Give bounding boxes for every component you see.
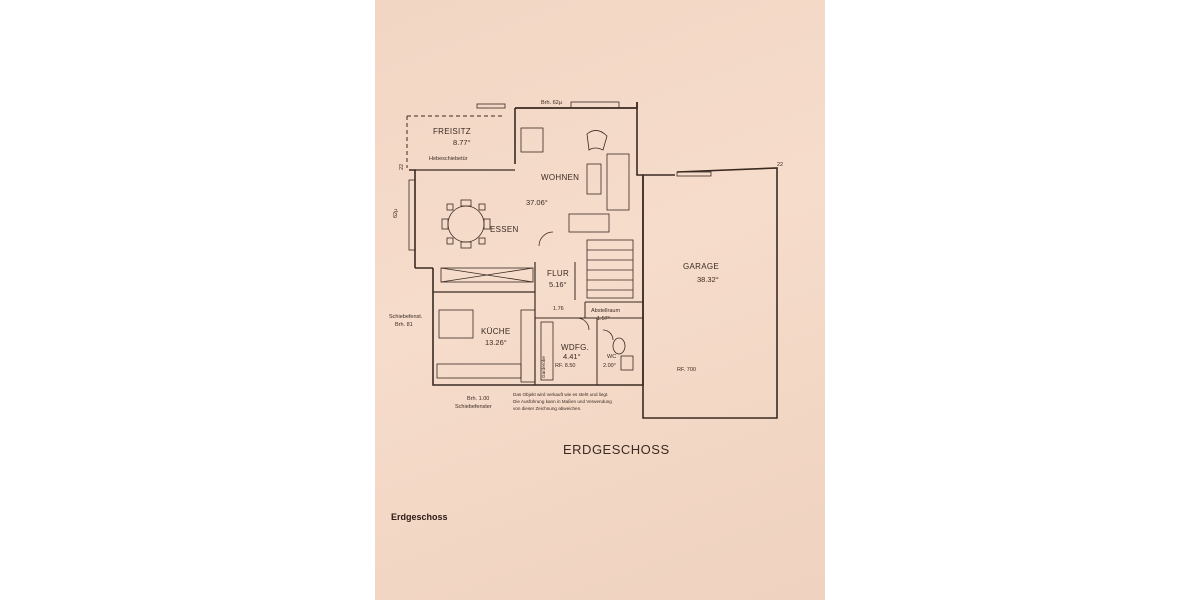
armchair (586, 130, 608, 151)
handwritten-heading: ERDGESCHOSS (563, 442, 670, 457)
note-side-625: 62µ (393, 208, 399, 218)
room-kueche-name: KÜCHE (481, 327, 511, 336)
staircase (586, 239, 634, 299)
room-flur-name: FLUR (547, 269, 569, 278)
counter-cross (440, 267, 534, 283)
room-wc-name: WC (607, 354, 616, 360)
room-wohnen-area: 37.06° (526, 198, 548, 207)
disclaimer-line-1: Das Objekt wird verkauft wie es steht un… (513, 392, 609, 397)
room-freisitz-area: 8.77° (453, 138, 471, 147)
window-top (570, 101, 620, 109)
note-rf-850: RF. 8.50 (555, 363, 575, 369)
note-schiebefenster: Schiebefenster (455, 404, 492, 410)
coffee-table (586, 163, 602, 195)
door-arc (538, 231, 554, 247)
note-garderobe: Garderobe (541, 356, 546, 378)
toilet (612, 337, 626, 355)
west-wall-kueche (432, 268, 515, 386)
kitchen-table (438, 309, 474, 339)
chair (446, 203, 454, 211)
note-hebeschiebetuer: Hebeschiebetür (429, 156, 468, 162)
floor-plan-drawing: FREISITZ 8.77° WOHNEN 37.06° ESSEN FLUR … (389, 100, 783, 457)
room-wdfg-area: 4.41° (563, 352, 581, 361)
disclaimer-line-2: Die Ausführung kann in Maßen und Verwend… (513, 399, 612, 404)
south-wall (515, 240, 644, 386)
note-side-22: 22 (399, 164, 405, 170)
garderobe-cabinet (540, 321, 554, 381)
west-wall-essen (409, 169, 416, 268)
plan-caption: Erdgeschoss (391, 512, 448, 522)
sofa-bottom (568, 213, 610, 233)
room-freisitz-name: FREISITZ (433, 127, 471, 136)
sofa (606, 153, 630, 211)
note-rf-700: RF. 700 (677, 367, 696, 373)
door-arc (576, 317, 590, 331)
room-wohnen-name: WOHNEN (541, 173, 579, 182)
chair (460, 199, 472, 207)
kitchen-counter-bottom (436, 363, 522, 379)
room-essen-name: ESSEN (490, 225, 519, 234)
chair (441, 218, 449, 230)
room-abstellraum-area: 1.57° (597, 316, 610, 322)
kitchen-counter-top (440, 267, 534, 283)
chair (460, 241, 472, 249)
room-wc-area: 2.00° (603, 363, 616, 369)
disclaimer-line-3: von dieser Zeichnung abweichen. (513, 406, 581, 411)
chair (446, 237, 454, 245)
chair (483, 218, 491, 230)
washbasin (620, 355, 634, 371)
chair (478, 237, 486, 245)
room-garage-name: GARAGE (683, 262, 719, 271)
dining-table (447, 205, 485, 243)
furniture (408, 101, 712, 383)
room-kueche-area: 13.26° (485, 338, 507, 347)
kitchen-counter-side (520, 309, 536, 383)
fireplace (520, 127, 544, 153)
note-brh-81: Brh. 81 (395, 322, 413, 328)
window-freisitz (476, 103, 506, 109)
room-abstellraum-name: Abstellraum (591, 308, 620, 314)
note-brh-top: Brh. 62µ (541, 100, 563, 106)
garage-walls (642, 167, 778, 419)
note-schiebefenst: Schiebefenst. (389, 314, 423, 320)
room-wdfg-name: WDFG. (561, 343, 589, 352)
window-west (408, 179, 416, 251)
scanned-plan-sheet: FREISITZ 8.77° WOHNEN 37.06° ESSEN FLUR … (375, 0, 825, 600)
east-wall-house (636, 102, 644, 240)
chair (478, 203, 486, 211)
window-garage (676, 171, 712, 177)
note-brh-100: Brh. 1.00 (467, 396, 489, 402)
door-arc (602, 329, 614, 341)
room-flur-area: 5.16° (549, 280, 567, 289)
note-dim-176: 1.76 (553, 306, 564, 312)
walls (406, 102, 778, 419)
note-garage-22: 22 (777, 162, 783, 168)
room-garage-area: 38.32° (697, 275, 719, 284)
